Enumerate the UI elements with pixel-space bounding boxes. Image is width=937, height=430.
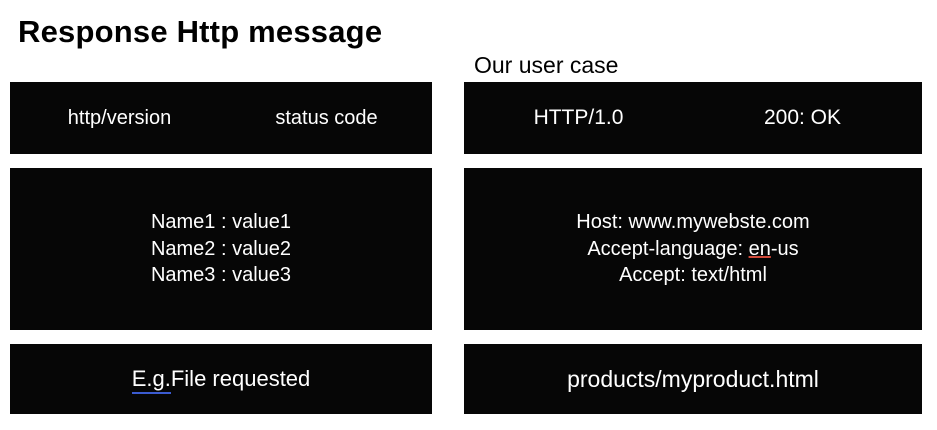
- example-body-text: products/myproduct.html: [567, 365, 819, 392]
- generic-http-version-label: http/version: [67, 106, 172, 129]
- example-status-line-row: HTTP/1.0 200: OK: [464, 106, 922, 130]
- generic-status-line-row: http/version status code: [10, 107, 432, 130]
- generic-headers-block: Name1 : value1 Name2 : value2 Name3 : va…: [10, 168, 432, 330]
- generic-body-text: E.g.File requested: [131, 366, 311, 394]
- example-headers-block: Host: www.mywebste.com Accept-language: …: [464, 168, 922, 330]
- generic-header-line-1: Name1 : value1: [150, 211, 292, 234]
- example-status-line-block: HTTP/1.0 200: OK: [464, 82, 922, 154]
- example-column-subtitle: Our user case: [474, 52, 619, 78]
- example-header-accept-language: Accept-language: en-us: [576, 236, 809, 263]
- generic-body-text-label: File requested: [170, 366, 311, 391]
- example-header-host: Host: www.mywebste.com: [576, 211, 810, 234]
- generic-header-line-2: Name2 : value2: [150, 237, 292, 260]
- generic-headers-list: Name1 : value1 Name2 : value2 Name3 : va…: [151, 209, 291, 289]
- example-header-accept-language-prefix: Accept-language:: [587, 237, 749, 260]
- generic-status-code-label: status code: [275, 106, 378, 129]
- example-header-accept-language-suffix: -us: [770, 237, 799, 260]
- example-headers-list: Host: www.mywebste.com Accept-language: …: [576, 209, 809, 289]
- example-header-accept-language-value-misspelled: en: [748, 237, 771, 260]
- example-body-block: products/myproduct.html: [464, 344, 922, 414]
- generic-status-line-block: http/version status code: [10, 82, 432, 154]
- example-header-accept: Accept: text/html: [619, 264, 767, 287]
- generic-header-line-3: Name3 : value3: [150, 264, 292, 287]
- generic-body-eg-prefix: E.g.: [131, 366, 171, 394]
- example-status-code: 200: OK: [763, 106, 842, 129]
- generic-body-block: E.g.File requested: [10, 344, 432, 414]
- example-http-version: HTTP/1.0: [533, 106, 624, 129]
- page-title: Response Http message: [18, 14, 383, 49]
